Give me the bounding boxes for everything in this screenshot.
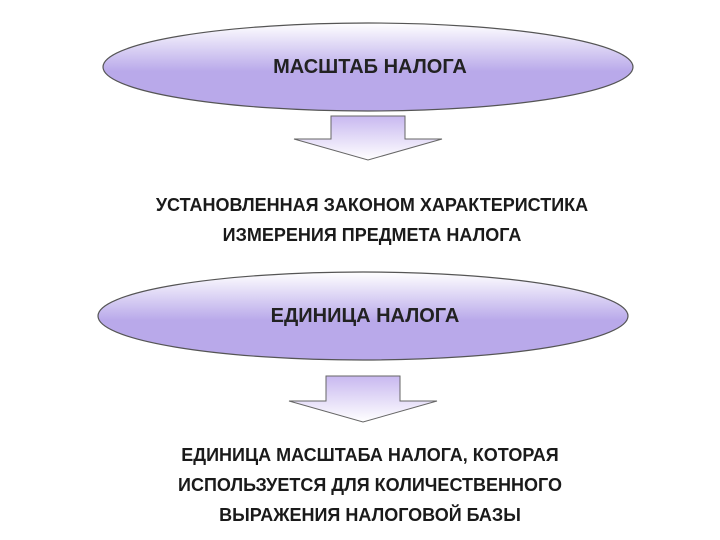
block2-description-line1: ЕДИНИЦА МАСШТАБА НАЛОГА, КОТОРАЯ xyxy=(181,445,559,465)
block1-description-line2: ИЗМЕРЕНИЯ ПРЕДМЕТА НАЛОГА xyxy=(222,225,522,245)
block1-description-line1: УСТАНОВЛЕННАЯ ЗАКОНОМ ХАРАКТЕРИСТИКА xyxy=(155,195,589,215)
block1-title: МАСШТАБ НАЛОГА xyxy=(273,56,467,78)
block2-description: ЕДИНИЦА МАСШТАБА НАЛОГА, КОТОРАЯ ИСПОЛЬЗ… xyxy=(10,440,720,530)
block1-description: УСТАНОВЛЕННАЯ ЗАКОНОМ ХАРАКТЕРИСТИКА ИЗМ… xyxy=(12,190,720,250)
arrow-down-1 xyxy=(293,115,443,161)
arrow-down-2 xyxy=(288,375,438,423)
block2-description-line2: ИСПОЛЬЗУЕТСЯ ДЛЯ КОЛИЧЕСТВЕННОГО xyxy=(178,475,562,495)
oval-edinitsa-naloga xyxy=(97,271,629,361)
oval-masshtab-naloga xyxy=(102,22,634,112)
block2-description-line3: ВЫРАЖЕНИЯ НАЛОГОВОЙ БАЗЫ xyxy=(219,505,521,525)
block2-title: ЕДИНИЦА НАЛОГА xyxy=(270,305,460,327)
